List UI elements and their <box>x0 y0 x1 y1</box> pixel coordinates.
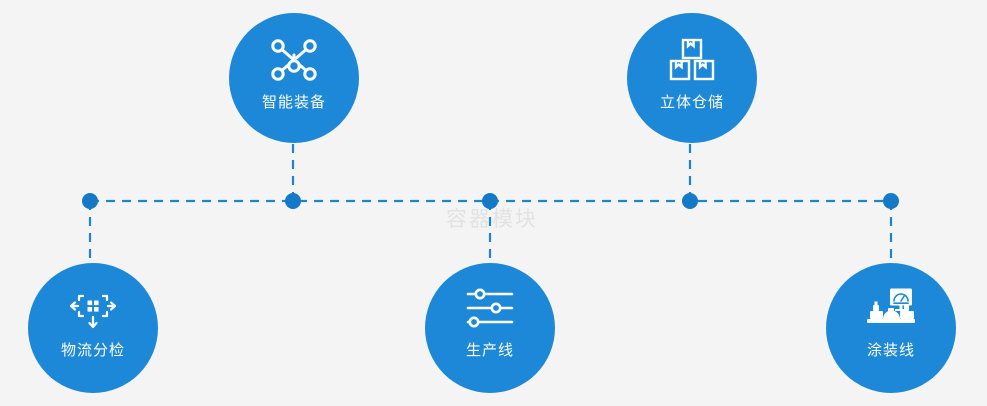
junction-dot-stereoscopic-warehouse[interactable] <box>682 193 698 209</box>
junction-dot-smart-equipment[interactable] <box>285 193 301 209</box>
node-label-painting-line: 涂装线 <box>866 341 915 359</box>
painting-machine-icon <box>866 285 916 331</box>
junction-dot-painting-line[interactable] <box>883 193 899 209</box>
node-stereoscopic-warehouse[interactable]: 立体仓储 <box>627 13 757 143</box>
node-label-smart-equipment: 智能装备 <box>261 93 326 111</box>
node-label-production-line: 生产线 <box>465 341 514 359</box>
node-painting-line[interactable]: 涂装线 <box>826 263 956 393</box>
junction-dot-production-line[interactable] <box>482 193 498 209</box>
sorting-distribute-icon <box>68 285 118 331</box>
node-smart-equipment[interactable]: 智能装备 <box>229 13 359 143</box>
sliders-icon <box>465 285 515 331</box>
node-production-line[interactable]: 生产线 <box>425 263 555 393</box>
diagram-watermark: 容器模块 <box>446 207 538 231</box>
junction-dot-logistics-sorting[interactable] <box>82 193 98 209</box>
node-logistics-sorting[interactable]: 物流分检 <box>28 263 158 393</box>
node-label-logistics-sorting: 物流分检 <box>60 341 125 359</box>
stacked-boxes-icon <box>667 37 717 83</box>
network-nodes-icon <box>269 37 319 83</box>
node-label-stereoscopic-warehouse: 立体仓储 <box>659 93 724 111</box>
